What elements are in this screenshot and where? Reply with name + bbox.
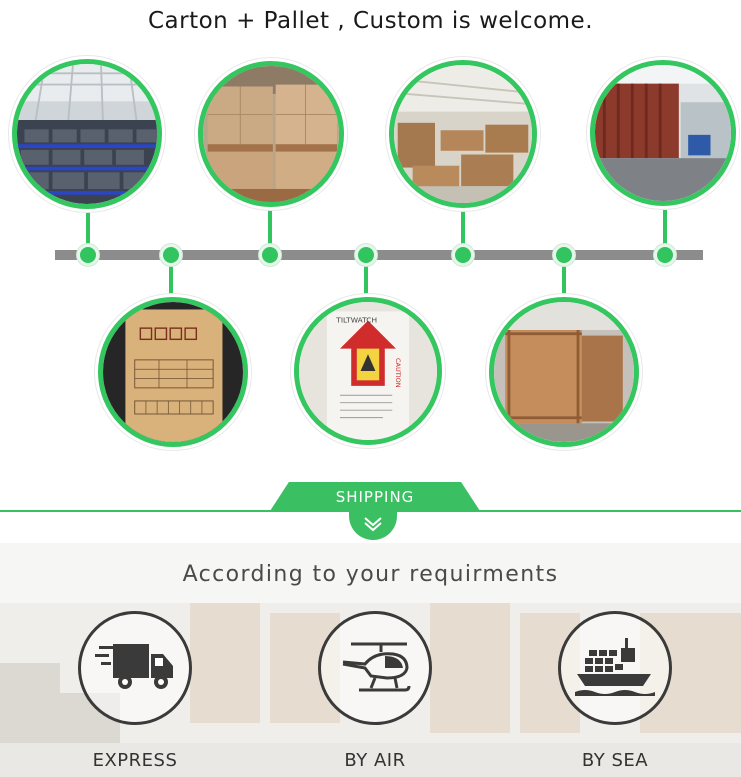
factory-image [17,64,157,204]
timeline-bar [55,250,703,260]
shipping-label: SHIPPING [335,487,415,506]
method-express-label: EXPRESS [92,750,178,771]
connector [86,205,90,250]
connector [461,208,465,250]
ship-icon [558,611,672,725]
timeline-node [452,244,474,266]
page-title: Carton + Pallet , Custom is welcome. [147,8,594,34]
timeline-node [355,244,377,266]
connector [562,260,566,298]
photo-container-loading [590,60,736,206]
timeline-node [259,244,281,266]
container-image [595,65,731,201]
timeline-node [77,244,99,266]
wooden-crate-image [494,302,634,442]
tiltwatch-label: TILTWATCH [335,316,377,325]
photo-warehouse-boxes [389,60,537,208]
connector [364,260,368,298]
photo-wooden-crate [489,297,639,447]
connector [169,260,173,300]
method-by-sea: BY SEA [540,611,690,771]
shipping-tab: SHIPPING [270,482,480,511]
pallet-image [203,66,339,202]
timeline-node [160,244,182,266]
method-by-air-label: BY AIR [344,750,406,771]
carton-label-image [103,302,243,442]
method-express: EXPRESS [60,611,210,771]
tiltwatch-image: TILTWATCH CAUTION [299,302,437,440]
method-by-sea-label: BY SEA [581,750,649,771]
method-by-air: BY AIR [300,611,450,771]
helicopter-icon [318,611,432,725]
photo-tiltwatch-indicator-label: TILTWATCH CAUTION [294,297,442,445]
warehouse-image [394,65,532,203]
caution-label: CAUTION [394,358,402,388]
timeline-node [654,244,676,266]
photo-carton-label [98,297,248,447]
chevron-down-icon [349,508,397,540]
connector [268,210,272,250]
methods-subtitle: According to your requirments [182,562,559,587]
timeline-node [553,244,575,266]
connector [663,210,667,250]
truck-icon [78,611,192,725]
photo-factory-production-line [12,59,162,209]
photo-carton-pallet-stack [198,61,344,207]
